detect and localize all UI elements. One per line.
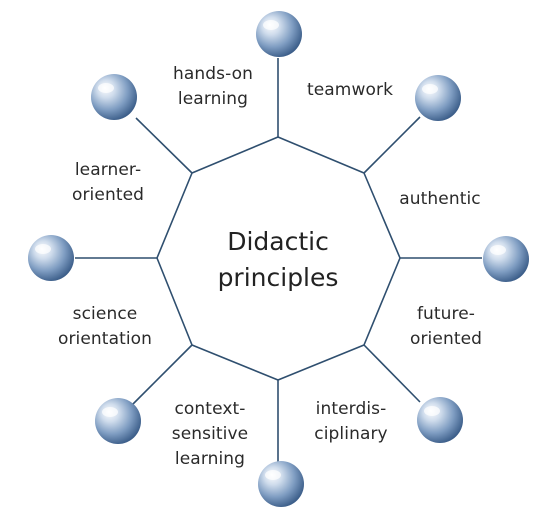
principle-label-line: science (72, 304, 138, 324)
sphere-icon (91, 74, 137, 120)
principle-label-line: interdis- (315, 399, 387, 419)
sphere-icon (28, 235, 74, 281)
center-label-line: principles (217, 263, 339, 292)
principle-label-line: sensitive (171, 424, 249, 444)
center-label-line: Didactic (227, 227, 329, 256)
sphere-icon (415, 75, 461, 121)
principle-label-line: future- (416, 304, 476, 324)
sphere-icon (256, 11, 302, 57)
principle-label-line: oriented (409, 329, 483, 349)
connector-lines (75, 58, 482, 462)
sphere-icon (483, 236, 529, 282)
principle-interdisciplinary: interdis- ciplinary (296, 397, 406, 447)
principle-label-line: learning (177, 89, 249, 109)
principle-label-line: authentic (399, 189, 481, 209)
principle-learner-oriented: learner- oriented (48, 158, 168, 208)
principle-label-line: context- (174, 399, 246, 419)
center-label: Didactic principles (178, 224, 378, 296)
principle-label-line: learner- (74, 160, 142, 180)
connector-line (363, 116, 421, 174)
principle-label-line: orientation (57, 329, 153, 349)
principle-future-oriented: future- oriented (391, 302, 501, 352)
principle-hands-on-learning: hands-on learning (158, 62, 268, 112)
principle-teamwork: teamwork (295, 78, 405, 103)
sphere-icon (258, 461, 304, 507)
sphere-nodes (28, 11, 529, 507)
principle-label-line: teamwork (306, 80, 394, 100)
principle-science-orientation: science orientation (40, 302, 170, 352)
principle-authentic: authentic (385, 187, 495, 212)
connector-line (135, 117, 193, 174)
principle-label-line: hands-on (172, 64, 254, 84)
principle-label-line: ciplinary (314, 424, 388, 444)
sphere-icon (417, 397, 463, 443)
sphere-icon (95, 398, 141, 444)
principle-label-line: learning (174, 449, 246, 469)
connector-line (363, 344, 421, 403)
principle-context-sensitive-learning: context- sensitive learning (155, 397, 265, 472)
connector-line (132, 344, 193, 405)
principle-label-line: oriented (71, 185, 145, 205)
